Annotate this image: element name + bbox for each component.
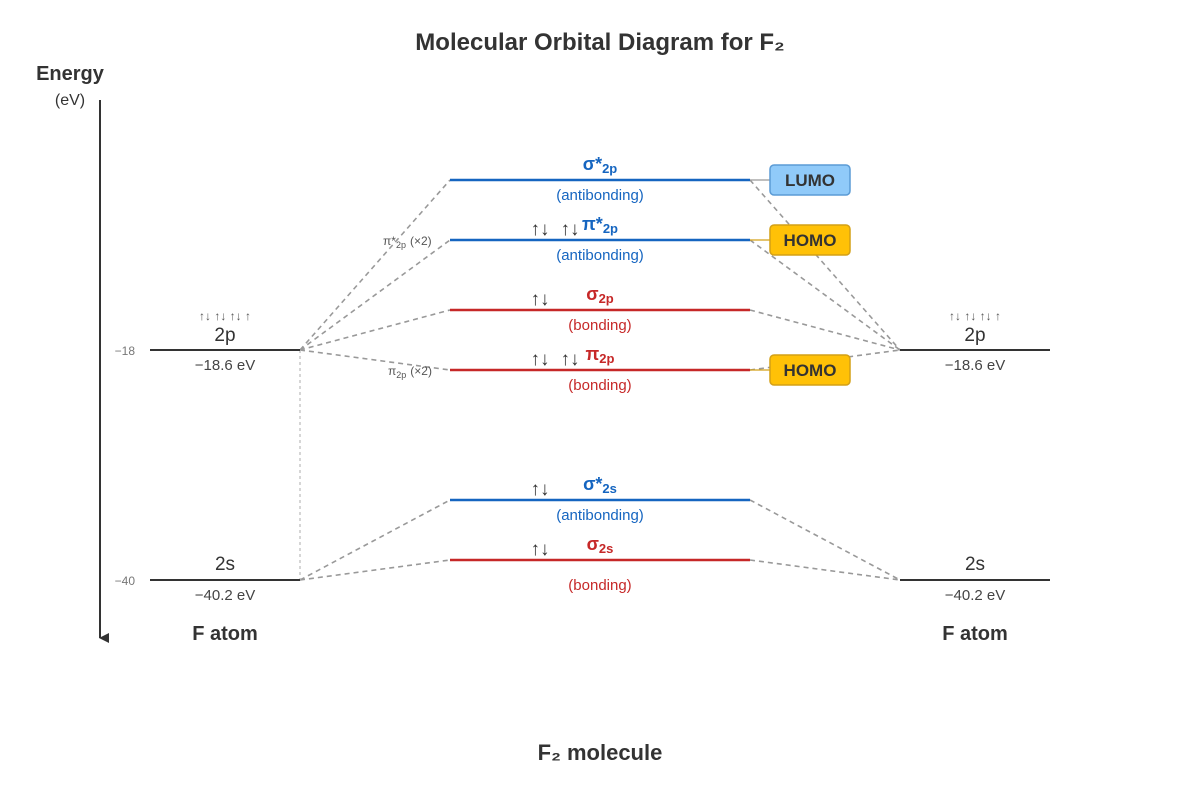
mo-electrons: ↑↓	[531, 479, 550, 500]
mo-pi-2p: ↑↓ ↑↓ π2p (bonding)	[450, 344, 750, 394]
lumo-tag-box	[770, 165, 850, 195]
mo-label: σ*2p	[583, 154, 618, 176]
homo-tag-label: HOMO	[784, 361, 837, 380]
right-2p-electrons: ↑↓ ↑↓ ↑↓ ↑	[949, 309, 1001, 323]
correlation-line	[749, 309, 901, 351]
right-2p-energy: −18.6 eV	[945, 357, 1005, 374]
mo-electrons-a: ↑↓	[531, 349, 550, 370]
pi-star-note: π*2p(×2)	[383, 234, 432, 250]
lumo-tag-label: LUMO	[785, 171, 835, 190]
left-2p-label: 2p	[214, 325, 235, 346]
mo-type-label: (bonding)	[568, 377, 631, 394]
right-atom-name: F atom	[942, 623, 1008, 645]
mo-type-label: (antibonding)	[556, 247, 644, 264]
mo-label: σ2s	[587, 534, 614, 556]
correlation-line	[749, 239, 901, 351]
correlation-line	[749, 499, 901, 581]
mo-electrons-b: ↑↓	[561, 349, 580, 370]
correlation-line	[299, 349, 451, 371]
correlation-line	[299, 559, 451, 581]
correlation-line	[299, 309, 451, 351]
left-2s-label: 2s	[215, 554, 235, 575]
tick-label-2s: −40	[115, 574, 136, 588]
correlation-lines	[299, 179, 901, 581]
right-2s-energy: −40.2 eV	[945, 587, 1005, 604]
mo-electrons-a: ↑↓	[531, 219, 550, 240]
molecule-label: F₂ molecule	[538, 740, 663, 765]
mo-label: π*2p	[582, 214, 618, 236]
homo-tag-label: HOMO	[784, 231, 837, 250]
right-2p-label: 2p	[964, 325, 985, 346]
correlation-line	[299, 179, 451, 351]
axis-label: Energy	[36, 63, 105, 85]
pi-note: π2p(×2)	[388, 364, 432, 380]
left-2s-energy: −40.2 eV	[195, 587, 255, 604]
axis-unit: (eV)	[55, 92, 85, 109]
mo-electrons: ↑↓	[531, 539, 550, 560]
left-atom-name: F atom	[192, 623, 258, 645]
mo-label: π2p	[586, 344, 615, 366]
left-2p-electrons: ↑↓ ↑↓ ↑↓ ↑	[199, 309, 251, 323]
homo-tag-box	[770, 355, 850, 385]
mo-sigma-2s: ↑↓ σ2s (bonding)	[450, 534, 750, 594]
mo-type-label: (bonding)	[568, 577, 631, 594]
mo-pi-star-2p: ↑↓ ↑↓ π*2p (antibonding)	[450, 214, 750, 264]
frontier-tags: LUMO HOMO HOMO	[750, 164, 851, 386]
mo-sigma-star-2p: σ*2p (antibonding)	[450, 154, 750, 204]
homo-tag-box	[770, 225, 850, 255]
tick-label-2p: −18	[115, 344, 136, 358]
left-atom: ↑↓ ↑↓ ↑↓ ↑ 2p −18.6 eV 2s −40.2 eV F ato…	[150, 309, 300, 645]
mo-type-label: (bonding)	[568, 317, 631, 334]
homo-tag-border	[769, 224, 851, 256]
mo-electrons: ↑↓	[531, 289, 550, 310]
diagram-title: Molecular Orbital Diagram for F₂	[415, 29, 784, 56]
correlation-line	[749, 559, 901, 581]
correlation-line	[749, 179, 901, 351]
correlation-line	[299, 239, 451, 351]
mo-type-label: (antibonding)	[556, 507, 644, 524]
mo-type-label: (antibonding)	[556, 187, 644, 204]
mo-label: σ*2s	[583, 474, 617, 496]
mo-label: σ2p	[586, 284, 614, 306]
right-atom: ↑↓ ↑↓ ↑↓ ↑ 2p −18.6 eV 2s −40.2 eV F ato…	[900, 309, 1050, 645]
mo-sigma-2p: ↑↓ σ2p (bonding)	[450, 284, 750, 334]
mo-sigma-star-2s: ↑↓ σ*2s (antibonding)	[450, 474, 750, 524]
lumo-tag-border	[769, 164, 851, 196]
mo-electrons-b: ↑↓	[561, 219, 580, 240]
homo-tag-border	[769, 354, 851, 386]
right-2s-label: 2s	[965, 554, 985, 575]
energy-axis: Energy (eV) −18 −40	[36, 63, 136, 643]
correlation-line	[299, 499, 451, 581]
left-2p-energy: −18.6 eV	[195, 357, 255, 374]
molecular-orbitals: σ*2p (antibonding) ↑↓ ↑↓ π*2p (antibondi…	[450, 154, 750, 594]
